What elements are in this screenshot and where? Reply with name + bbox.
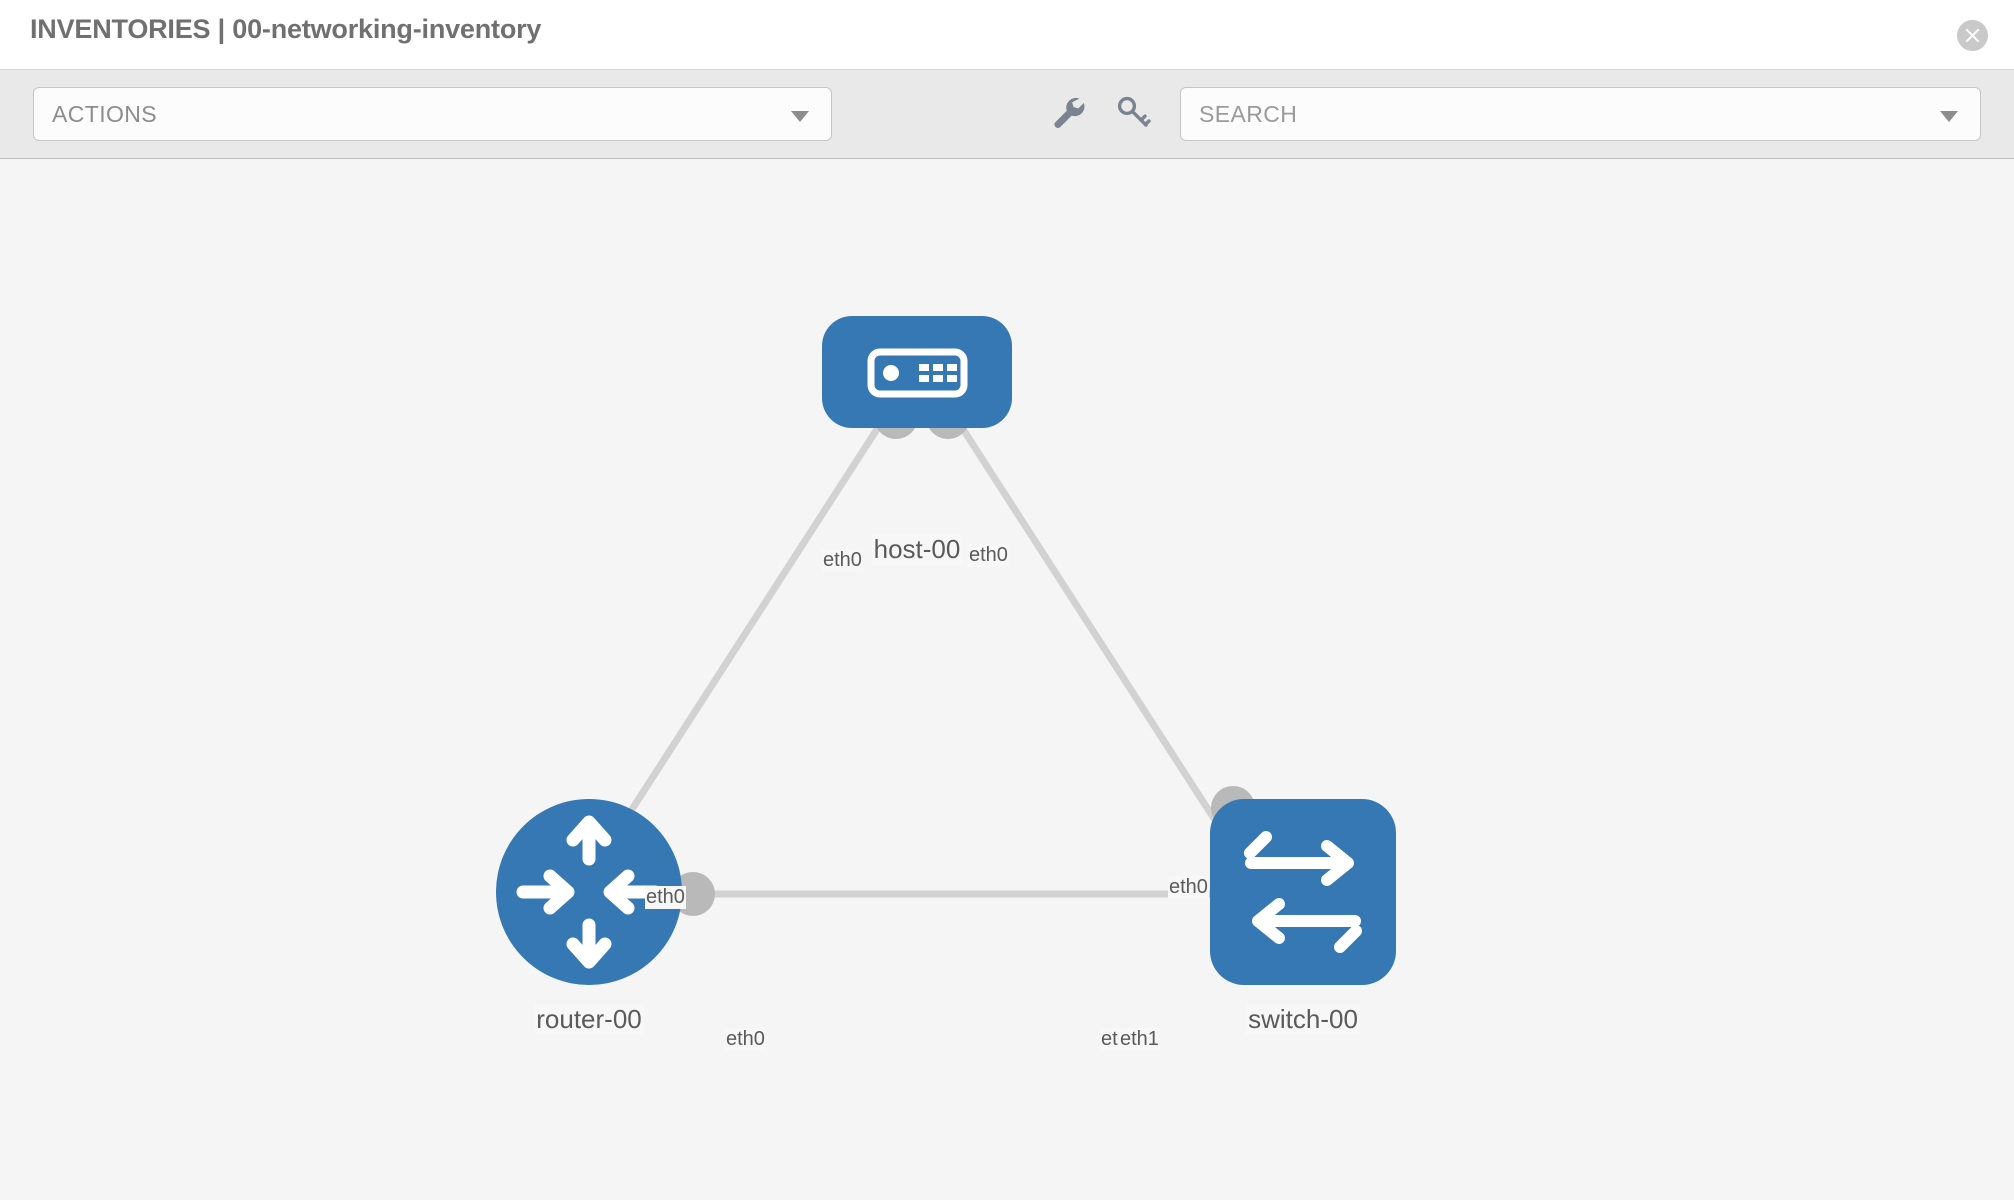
node-switch-00-shape[interactable] [1210, 799, 1396, 985]
node-router-00-shape[interactable] [496, 799, 682, 985]
search-input[interactable]: SEARCH [1180, 87, 1981, 141]
key-button[interactable] [1112, 90, 1156, 134]
iface-label-host-left: eth0 [822, 549, 863, 572]
link-host-switch[interactable] [947, 407, 1243, 861]
close-icon [1965, 28, 1980, 43]
link-router-host[interactable] [597, 407, 893, 861]
node-host-00-shape[interactable] [822, 316, 1012, 428]
node-label-switch-00: switch-00 [1246, 1004, 1360, 1035]
wrench-icon [1054, 97, 1085, 129]
iface-label-router-up: eth0 [645, 886, 686, 909]
node-label-router-00: router-00 [534, 1004, 644, 1035]
search-placeholder: SEARCH [1199, 101, 1298, 127]
node-switch-00[interactable] [1210, 799, 1396, 985]
header-bar: INVENTORIES | 00-networking-inventory [0, 0, 2014, 70]
iface-label-switch-up: eth0 [1168, 876, 1209, 899]
node-label-host-00: host-00 [871, 534, 963, 565]
close-button[interactable] [1957, 20, 1988, 51]
link-group [597, 407, 1250, 898]
chevron-down-icon [791, 111, 809, 122]
topology-canvas[interactable]: host-00 router-00 switch-00 eth0 eth0 et… [0, 159, 2014, 1200]
toolbar: ACTIONS SEARCH [0, 70, 2014, 159]
actions-dropdown-label: ACTIONS [52, 101, 158, 127]
key-icon [1117, 96, 1151, 127]
node-host-00[interactable] [822, 316, 1012, 428]
chevron-down-icon [1940, 111, 1958, 122]
node-router-00[interactable] [496, 799, 682, 985]
iface-label-switch-left-b: eth1 [1119, 1028, 1160, 1051]
router-arrows-icon [516, 815, 662, 969]
connector-nub-group [671, 395, 1255, 916]
topology-graph [496, 316, 1396, 985]
switch-arrows-icon [1244, 831, 1362, 953]
iface-label-router-right: eth0 [725, 1028, 766, 1051]
iface-label-host-right: eth0 [968, 544, 1009, 567]
server-icon [867, 348, 968, 398]
wrench-button[interactable] [1046, 90, 1090, 134]
page-title: INVENTORIES | 00-networking-inventory [30, 14, 542, 44]
actions-dropdown[interactable]: ACTIONS [33, 87, 832, 141]
